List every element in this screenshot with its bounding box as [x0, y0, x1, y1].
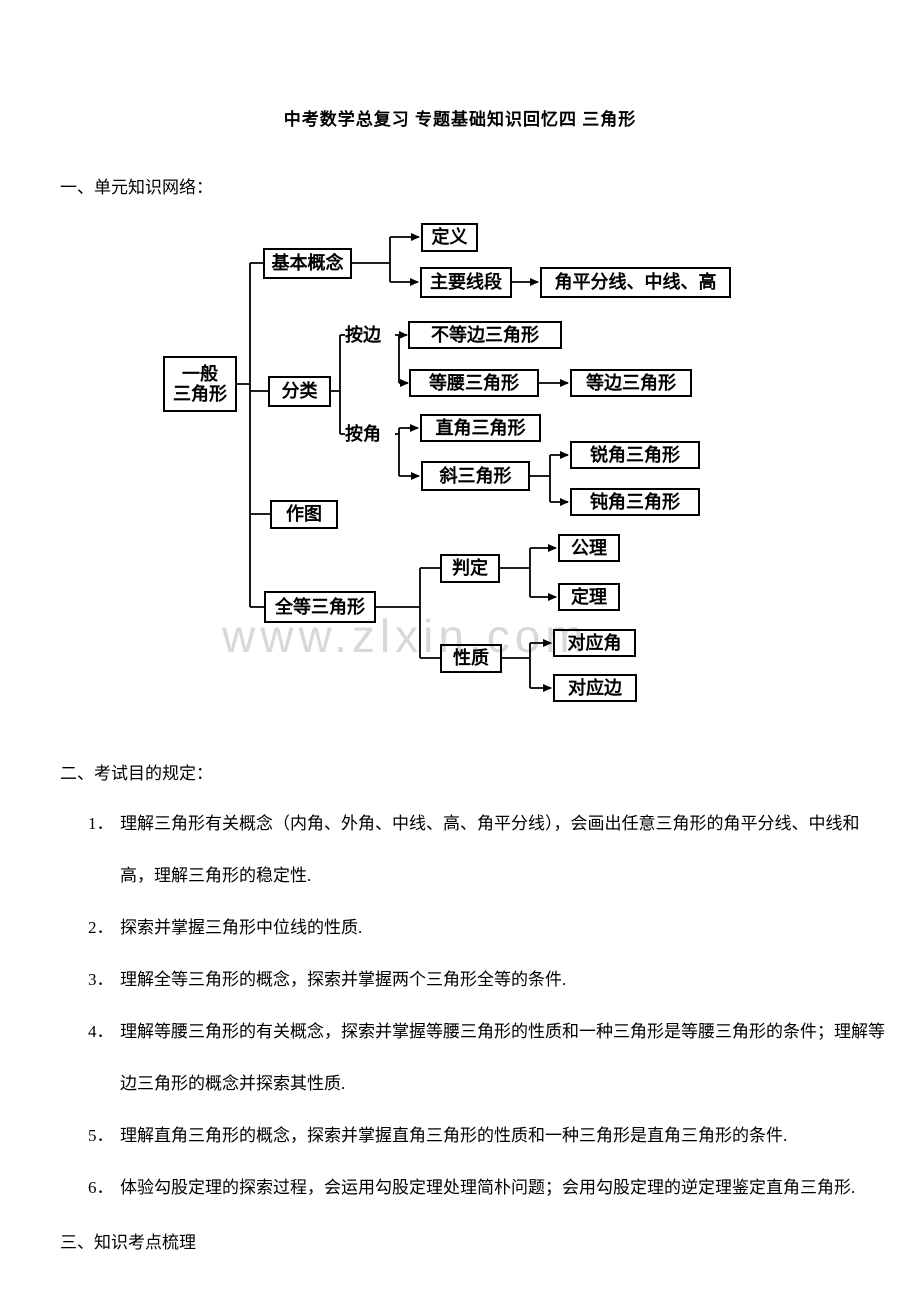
exam-goal-item-3: 3． 理解全等三角形的概念，探索并掌握两个三角形全等的条件.: [88, 954, 888, 1006]
node-obtuse-triangle: 钝角三角形: [570, 488, 700, 516]
section-heading-knowledge-points: 三、知识考点梳理: [60, 1233, 196, 1252]
node-general-triangle: 一般 三角形: [163, 356, 237, 412]
node-general-triangle-line1: 一般: [182, 363, 218, 384]
item-number: 3．: [88, 970, 114, 989]
node-construction: 作图: [270, 500, 338, 529]
node-main-segments-detail: 角平分线、中线、高: [540, 267, 731, 298]
knowledge-network-diagram: 一般 三角形 基本概念 定义 主要线段 角平分线、中线、高 按边 不等边三角形 …: [0, 211, 920, 731]
diagram-connectors: [237, 233, 569, 692]
node-basic-concepts: 基本概念: [263, 248, 352, 279]
node-scalene-triangle: 不等边三角形: [408, 321, 562, 349]
node-congruent-triangles: 全等三角形: [264, 591, 376, 623]
page-title: 中考数学总复习 专题基础知识回忆四 三角形: [283, 110, 637, 129]
item-text: 理解等腰三角形的有关概念，探索并掌握等腰三角形的性质和一种三角形是等腰三角形的条…: [120, 1022, 885, 1093]
item-number: 2．: [88, 918, 114, 937]
node-general-triangle-line2: 三角形: [173, 384, 227, 404]
node-classification: 分类: [268, 376, 331, 407]
node-axiom: 公理: [558, 534, 620, 562]
node-right-triangle: 直角三角形: [420, 414, 541, 442]
node-equilateral-triangle: 等边三角形: [570, 369, 692, 397]
node-acute-triangle: 锐角三角形: [570, 441, 700, 469]
node-judgement: 判定: [440, 554, 500, 583]
node-theorem: 定理: [558, 583, 620, 611]
item-text: 探索并掌握三角形中位线的性质.: [120, 918, 363, 937]
item-text: 理解全等三角形的概念，探索并掌握两个三角形全等的条件.: [120, 970, 567, 989]
exam-goal-item-5: 5． 理解直角三角形的概念，探索并掌握直角三角形的性质和一种三角形是直角三角形的…: [88, 1110, 888, 1162]
node-corresponding-sides: 对应边: [553, 674, 637, 702]
node-main-segments: 主要线段: [420, 267, 512, 298]
exam-goal-item-1: 1． 理解三角形有关概念（内角、外角、中线、高、角平分线），会画出任意三角形的角…: [88, 798, 888, 902]
item-number: 5．: [88, 1126, 114, 1145]
exam-goal-item-4: 4． 理解等腰三角形的有关概念，探索并掌握等腰三角形的性质和一种三角形是等腰三角…: [88, 1006, 888, 1110]
item-text: 理解三角形有关概念（内角、外角、中线、高、角平分线），会画出任意三角形的角平分线…: [120, 814, 860, 885]
item-number: 1．: [88, 814, 114, 833]
node-definition: 定义: [421, 223, 478, 252]
exam-goals-list: 1． 理解三角形有关概念（内角、外角、中线、高、角平分线），会画出任意三角形的角…: [88, 798, 888, 1214]
item-number: 6．: [88, 1178, 114, 1197]
node-properties: 性质: [440, 644, 502, 673]
item-number: 4．: [88, 1022, 114, 1041]
label-by-side: 按边: [345, 325, 381, 345]
exam-goal-item-2: 2． 探索并掌握三角形中位线的性质.: [88, 902, 888, 954]
label-by-angle: 按角: [345, 424, 381, 444]
node-isosceles-triangle: 等腰三角形: [409, 369, 539, 397]
section-heading-exam-goals: 二、考试目的规定：: [60, 764, 213, 783]
section-heading-network: 一、单元知识网络：: [60, 178, 213, 197]
node-oblique-triangle: 斜三角形: [421, 461, 530, 491]
node-corresponding-angles: 对应角: [553, 629, 636, 657]
item-text: 体验勾股定理的探索过程，会运用勾股定理处理简朴问题；会用勾股定理的逆定理鉴定直角…: [120, 1178, 856, 1197]
item-text: 理解直角三角形的概念，探索并掌握直角三角形的性质和一种三角形是直角三角形的条件.: [120, 1126, 788, 1145]
exam-goal-item-6: 6． 体验勾股定理的探索过程，会运用勾股定理处理简朴问题；会用勾股定理的逆定理鉴…: [88, 1162, 888, 1214]
